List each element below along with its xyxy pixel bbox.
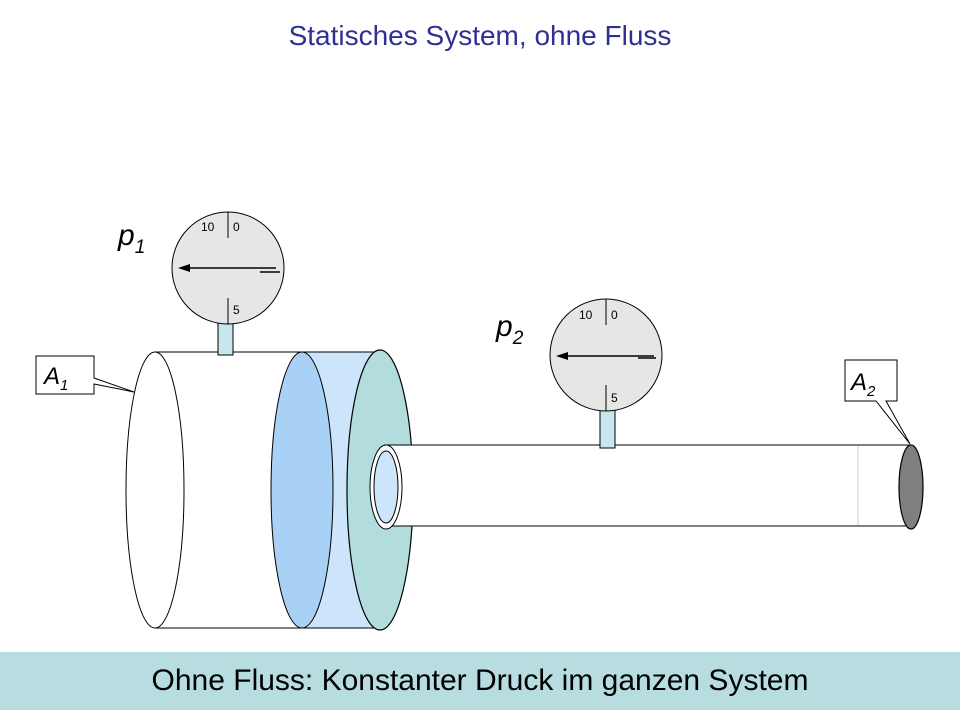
callout-a2: A2	[844, 359, 911, 445]
callout-a1: A1	[35, 355, 135, 395]
gauge2-tick-0: 0	[611, 308, 618, 322]
svg-text:p2: p2	[495, 310, 524, 349]
svg-text:A1: A1	[42, 363, 68, 394]
svg-text:p1: p1	[117, 219, 145, 258]
footer-banner: Ohne Fluss: Konstanter Druck im ganzen S…	[0, 652, 960, 710]
pipe-outlet	[898, 444, 924, 530]
footer-text: Ohne Fluss: Konstanter Druck im ganzen S…	[151, 664, 809, 697]
svg-text:A2: A2	[849, 369, 876, 400]
pressure-gauge-2: 10 0 5	[549, 298, 663, 449]
pressure-gauge-1: 10 0 5	[171, 211, 285, 356]
gauge1-tick-0: 0	[233, 220, 240, 234]
gauge2-tick-10: 10	[579, 308, 593, 322]
diagram-title: Statisches System, ohne Fluss	[288, 20, 672, 51]
gauge2-tick-5: 5	[611, 391, 618, 405]
label-p1: p1	[117, 219, 145, 258]
narrow-pipe	[369, 444, 910, 530]
gauge1-tick-10: 10	[201, 220, 215, 234]
label-p2: p2	[495, 310, 524, 349]
gauge1-tick-5: 5	[233, 303, 240, 317]
